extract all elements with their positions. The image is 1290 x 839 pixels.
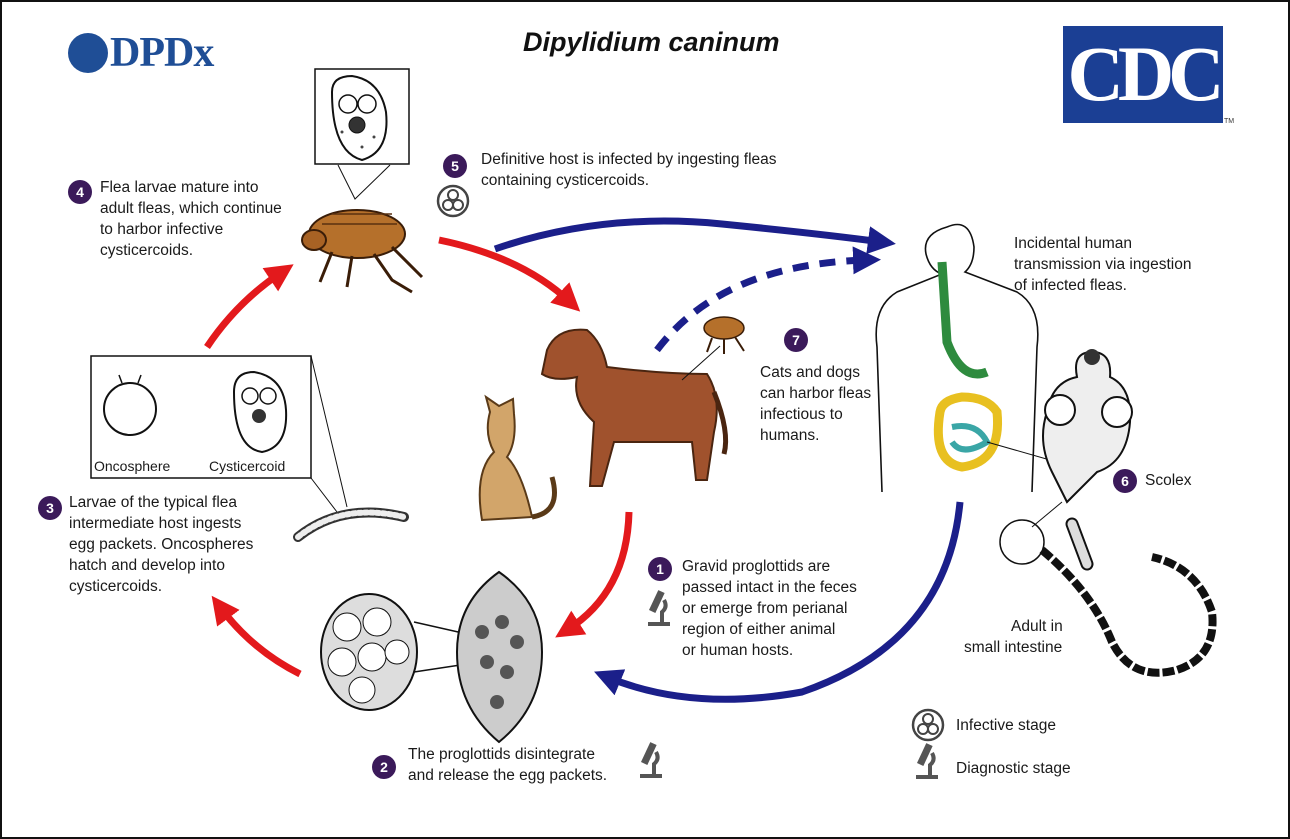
arrow-eggs-to-larvae xyxy=(220,607,300,674)
oncosphere-label: Oncosphere xyxy=(94,457,170,475)
dpdx-logo: DPDx xyxy=(68,32,213,74)
step-5-badge: 5 xyxy=(443,154,467,178)
arrow-flea-to-human xyxy=(495,221,882,249)
diagram-title: Dipylidium caninum xyxy=(523,26,780,58)
cysticercoid-zoom-box xyxy=(315,69,409,199)
legend-biohazard-icon xyxy=(913,710,943,740)
step-3-badge: 3 xyxy=(38,496,62,520)
arrow-larvae-to-flea xyxy=(207,272,282,347)
step-2-badge: 2 xyxy=(372,755,396,779)
legend-infective-stage: Infective stage xyxy=(956,716,1056,736)
step-1-badge: 1 xyxy=(648,557,672,581)
legend-microscope-icon xyxy=(916,743,938,777)
step-6-text: Scolex xyxy=(1145,470,1192,491)
dpdx-microscope-icon xyxy=(68,33,108,73)
cdc-logo: CDC xyxy=(1063,26,1223,123)
step-5-text: Definitive host is infected by ingesting… xyxy=(481,149,777,191)
flea-icon xyxy=(302,210,422,292)
biohazard-icon xyxy=(438,186,468,216)
cat-icon xyxy=(480,397,555,520)
proglottid-icon xyxy=(457,572,542,742)
cdc-trademark: TM xyxy=(1224,118,1234,125)
step-4-badge: 4 xyxy=(68,180,92,204)
microscope-icon-step2 xyxy=(640,742,662,776)
dog-icon xyxy=(542,330,726,486)
flea-larva-icon xyxy=(298,513,404,538)
step-7-badge: 7 xyxy=(784,328,808,352)
arrow-pet-flea-to-human-dashed xyxy=(657,260,867,350)
pet-flea-icon xyxy=(682,317,744,380)
egg-packet-icon xyxy=(321,594,467,710)
cysticercoid-label: Cysticercoid xyxy=(209,457,285,475)
legend-diagnostic-stage: Diagnostic stage xyxy=(956,759,1071,779)
microscope-icon-step1 xyxy=(648,590,670,624)
arrow-dog-to-proglottid xyxy=(567,512,629,630)
step-6-badge: 6 xyxy=(1113,469,1137,493)
oncosphere-box xyxy=(91,356,347,512)
